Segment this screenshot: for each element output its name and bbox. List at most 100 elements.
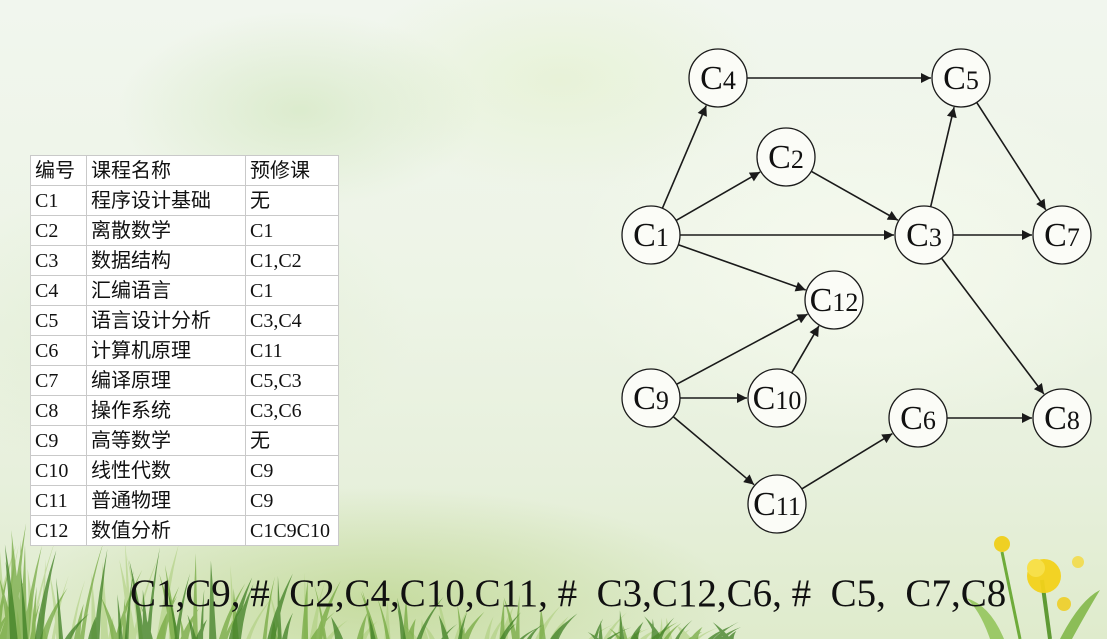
table-row: C3 数据结构 C1,C2: [30, 245, 339, 276]
node-label: C6: [900, 400, 936, 437]
node-label: C3: [906, 217, 942, 254]
graph-edges: [661, 73, 1047, 490]
column-header-id: 编号: [30, 155, 87, 186]
grass-decoration: [0, 523, 741, 639]
node-label: C9: [633, 380, 669, 417]
grass-blades-back: [0, 538, 721, 639]
edge-c2-c3: [810, 170, 899, 221]
edge-c9-c12: [676, 313, 808, 386]
course-id-cell: C11: [30, 485, 87, 516]
course-prereq-cell: 无: [245, 425, 339, 456]
graph-node-c5: C5: [931, 48, 991, 108]
node-label: C5: [943, 60, 979, 97]
graph-node-c7: C7: [1032, 205, 1092, 265]
edge-c1-c2: [675, 171, 761, 222]
graph-node-c3: C3: [894, 205, 954, 265]
course-id-cell: C3: [30, 245, 87, 276]
course-id-cell: C4: [30, 275, 87, 306]
course-name-cell: 高等数学: [86, 425, 246, 456]
course-id-cell: C1: [30, 185, 87, 216]
node-circle: [1032, 205, 1092, 265]
graph-node-c9: C9: [621, 368, 681, 428]
node-label: C10: [753, 380, 802, 417]
edge-c11-c6: [801, 432, 893, 490]
course-name-cell: 编译原理: [86, 365, 246, 396]
node-circle: [931, 48, 991, 108]
graph-node-c6: C6: [888, 388, 948, 448]
course-name-cell: 语言设计分析: [86, 305, 246, 336]
course-prereq-cell: C3,C6: [245, 395, 339, 426]
column-header-name: 课程名称: [86, 155, 246, 186]
course-prereq-cell: 无: [245, 185, 339, 216]
node-circle: [888, 388, 948, 448]
edge-c5-c7: [976, 101, 1047, 211]
column-header-prereq: 预修课: [245, 155, 339, 186]
flower-leaf: [966, 598, 1004, 639]
graph-node-c10: C10: [747, 368, 807, 428]
course-prereq-cell: C5,C3: [245, 365, 339, 396]
table-row: C7 编译原理 C5,C3: [30, 365, 339, 396]
course-id-cell: C12: [30, 515, 87, 546]
edge-c3-c5: [929, 107, 957, 207]
node-circle: [688, 48, 748, 108]
course-prereq-cell: C11: [245, 335, 339, 366]
course-id-cell: C8: [30, 395, 87, 426]
table-row: C5 语言设计分析 C3,C4: [30, 305, 339, 336]
node-circle: [1032, 388, 1092, 448]
course-name-cell: 程序设计基础: [86, 185, 246, 216]
graph-node-c4: C4: [688, 48, 748, 108]
table-row: C1 程序设计基础 无: [30, 185, 339, 216]
course-id-cell: C6: [30, 335, 87, 366]
flower-bud: [994, 536, 1010, 552]
table-row: C12 数值分析 C1C9C10: [30, 515, 339, 546]
grass-blades-front: [4, 544, 741, 639]
topological-order-text: C1,C9, # C2,C4,C10,C11, # C3,C12,C6, # C…: [130, 572, 1007, 615]
course-prereq-cell: C1: [245, 275, 339, 306]
edge-c1-c12: [678, 243, 806, 292]
node-circle: [756, 127, 816, 187]
course-id-cell: C7: [30, 365, 87, 396]
course-prereq-cell: C3,C4: [245, 305, 339, 336]
graph-node-c1: C1: [621, 205, 681, 265]
node-label: C4: [700, 60, 736, 97]
table-row: C10 线性代数 C9: [30, 455, 339, 486]
course-prereq-cell: C1,C2: [245, 245, 339, 276]
table-row: C9 高等数学 无: [30, 425, 339, 456]
table-row: C2 离散数学 C1: [30, 215, 339, 246]
edge-c1-c4: [661, 105, 707, 209]
flower-stem: [1000, 551, 1022, 639]
table-row: C11 普通物理 C9: [30, 485, 339, 516]
course-id-cell: C2: [30, 215, 87, 246]
table-row: C8 操作系统 C3,C6: [30, 395, 339, 426]
table-header-row: 编号 课程名称 预修课: [30, 155, 339, 186]
course-id-cell: C10: [30, 455, 87, 486]
flower-bud: [1072, 556, 1084, 568]
node-label: C2: [768, 139, 804, 176]
node-circle: [747, 368, 807, 428]
node-circle: [804, 270, 864, 330]
node-label: C8: [1044, 400, 1080, 437]
graph-node-c12: C12: [804, 270, 864, 330]
course-id-cell: C9: [30, 425, 87, 456]
node-circle: [894, 205, 954, 265]
flower-decoration: [966, 536, 1100, 639]
node-circle: [621, 205, 681, 265]
course-name-cell: 线性代数: [86, 455, 246, 486]
edge-c3-c8: [940, 257, 1045, 395]
course-prereq-cell: C1: [245, 215, 339, 246]
course-prereq-cell: C9: [245, 485, 339, 516]
edge-c9-c11: [672, 416, 755, 486]
node-label: C11: [753, 486, 801, 523]
graph-node-c2: C2: [756, 127, 816, 187]
node-label: C7: [1044, 217, 1080, 254]
table-row: C4 汇编语言 C1: [30, 275, 339, 306]
course-name-cell: 普通物理: [86, 485, 246, 516]
flower-head: [1027, 559, 1045, 577]
course-id-cell: C5: [30, 305, 87, 336]
course-name-cell: 操作系统: [86, 395, 246, 426]
node-label: C1: [633, 217, 669, 254]
node-circle: [621, 368, 681, 428]
course-name-cell: 数值分析: [86, 515, 246, 546]
